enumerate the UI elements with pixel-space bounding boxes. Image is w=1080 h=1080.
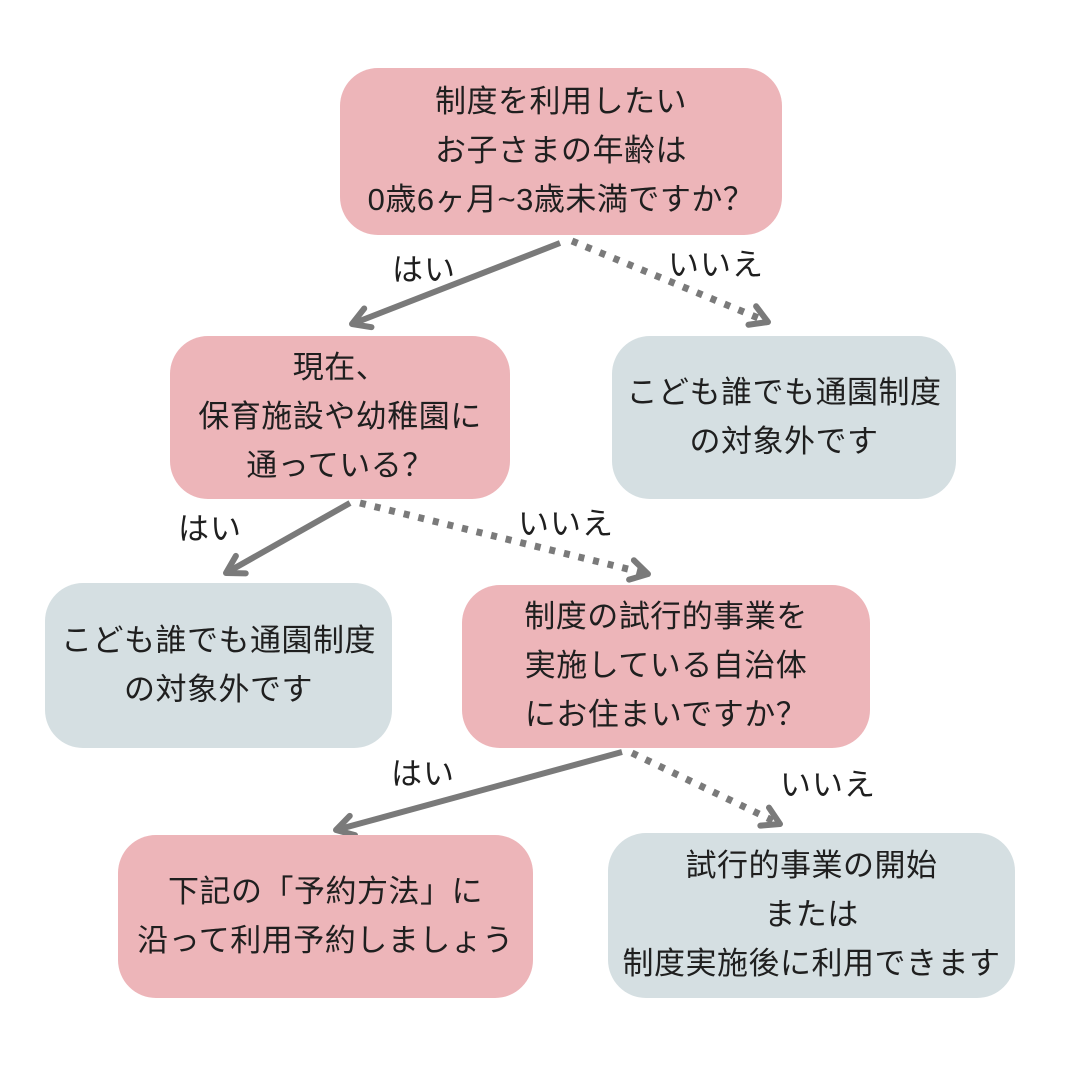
edge-label-yes-3: はい bbox=[391, 756, 455, 792]
node-line: 保育施設や幼稚園に bbox=[198, 399, 482, 435]
flow-node-municipality-question: 制度の試行的事業を 実施している自治体 にお住まいですか？ bbox=[462, 585, 870, 748]
node-line: こども誰でも通園制度 bbox=[61, 622, 376, 658]
edge-label-yes-1: はい bbox=[392, 252, 456, 288]
flow-node-attending-question: 現在、 保育施設や幼稚園に 通っている？ bbox=[170, 336, 510, 499]
node-line: 沿って利用予約しましょう bbox=[137, 922, 514, 958]
edge-label-yes-2: はい bbox=[178, 511, 242, 547]
node-line: こども誰でも通園制度 bbox=[626, 374, 942, 410]
arrow-yes-3 bbox=[333, 749, 623, 839]
flow-node-not-eligible-left: こども誰でも通園制度 の対象外です bbox=[45, 583, 392, 748]
arrow-no-3 bbox=[630, 749, 783, 829]
edge-label-no-2: いいえ bbox=[518, 506, 614, 542]
node-line: 制度実施後に利用できます bbox=[622, 945, 1001, 981]
node-line: の対象外です bbox=[124, 671, 313, 707]
node-line: 通っている？ bbox=[246, 447, 434, 483]
flow-node-reserve-action: 下記の「予約方法」に 沿って利用予約しましょう bbox=[118, 835, 533, 998]
node-line: 試行的事業の開始 bbox=[685, 848, 938, 884]
node-line: お子さまの年齢は bbox=[435, 133, 687, 169]
node-line: 制度を利用したい bbox=[435, 84, 687, 120]
node-line: 制度の試行的事業を bbox=[524, 599, 808, 635]
node-line: にお住まいですか？ bbox=[524, 696, 808, 732]
node-line: 下記の「予約方法」に bbox=[168, 873, 483, 909]
arrow-yes-2 bbox=[223, 500, 352, 577]
flow-node-not-eligible-right: こども誰でも通園制度 の対象外です bbox=[612, 336, 956, 499]
node-line: 現在、 bbox=[292, 350, 388, 386]
node-line: 実施している自治体 bbox=[524, 648, 808, 684]
edge-label-no-3: いいえ bbox=[780, 767, 876, 803]
node-line: または bbox=[764, 897, 859, 933]
flow-node-wait-result: 試行的事業の開始 または 制度実施後に利用できます bbox=[608, 833, 1015, 998]
edge-label-no-1: いいえ bbox=[668, 247, 764, 283]
arrow-yes-1 bbox=[349, 240, 562, 331]
flow-node-age-question: 制度を利用したい お子さまの年齢は 0歳6ヶ月~3歳未満ですか？ bbox=[340, 68, 782, 235]
node-line: の対象外です bbox=[689, 423, 879, 459]
node-line: 0歳6ヶ月~3歳未満ですか？ bbox=[367, 181, 755, 217]
